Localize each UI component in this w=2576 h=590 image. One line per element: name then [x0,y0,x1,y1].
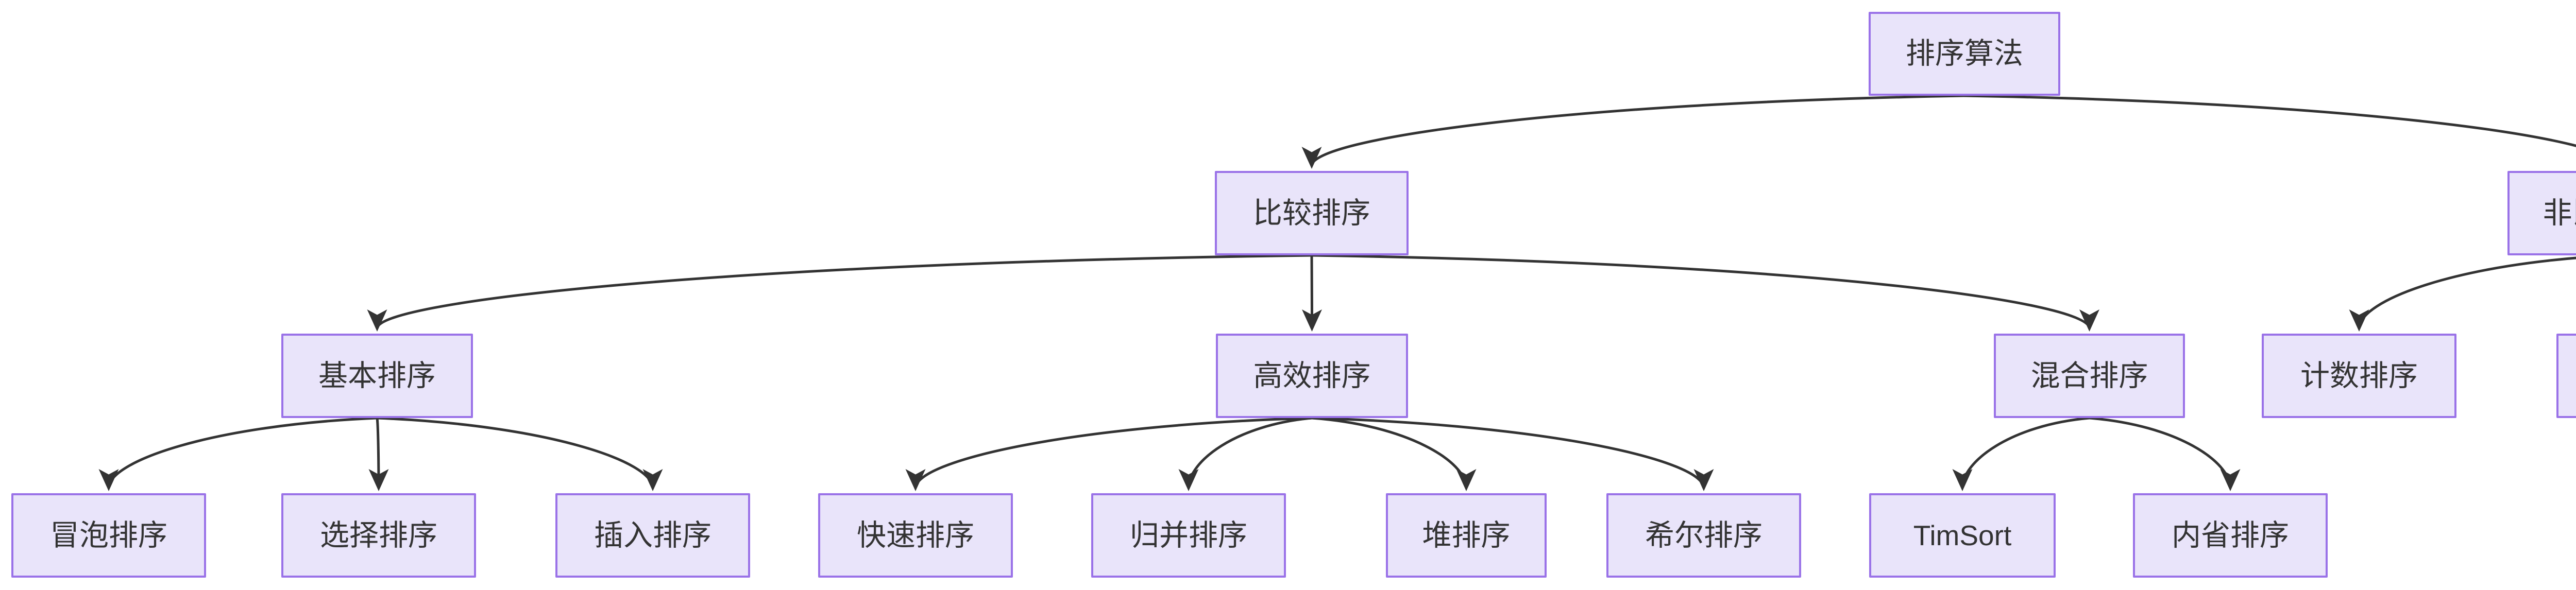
node-label-timsort: TimSort [1913,519,2012,551]
node-label-selection: 选择排序 [320,518,437,552]
edge-root-to-cmp [1301,94,1965,169]
node-label-hybrid: 混合排序 [2030,358,2148,393]
node-label-shell: 希尔排序 [1645,518,1762,552]
edge-basic-to-bubble [98,417,378,491]
node-merge[interactable]: 归并排序 [1091,493,1286,578]
node-basic[interactable]: 基本排序 [281,334,473,418]
node-label-basic: 基本排序 [318,358,436,393]
node-label-quick: 快速排序 [857,518,974,552]
edge-root-to-noncmp [1964,94,2576,147]
edge-hybrid-to-timsort [1952,417,2090,491]
node-shell[interactable]: 希尔排序 [1606,493,1801,578]
node-bubble[interactable]: 冒泡排序 [11,493,206,578]
edge-efficient-to-shell [1312,417,1714,491]
node-introsort[interactable]: 内省排序 [2133,493,2328,578]
node-noncmp[interactable]: 非比较排序 [2507,171,2576,255]
node-label-introsort: 内省排序 [2172,518,2289,552]
node-label-merge: 归并排序 [1130,518,1247,552]
edge-hybrid-to-introsort [2089,417,2241,491]
node-label-cmp: 比较排序 [1253,196,1370,230]
node-selection[interactable]: 选择排序 [281,493,476,578]
node-label-noncmp: 非比较排序 [2543,196,2576,230]
node-label-insertion: 插入排序 [594,518,711,552]
node-efficient[interactable]: 高效排序 [1216,334,1408,418]
edge-cmp-to-basic [367,254,1312,332]
node-counting[interactable]: 计数排序 [2262,334,2456,418]
node-hybrid[interactable]: 混合排序 [1994,334,2185,418]
node-cmp[interactable]: 比较排序 [1215,171,1409,255]
node-timsort[interactable]: TimSort [1869,493,2056,578]
edge-efficient-to-heap [1312,417,1477,491]
edge-noncmp-to-counting [2349,256,2576,332]
node-insertion[interactable]: 插入排序 [555,493,750,578]
node-root[interactable]: 排序算法 [1869,12,2060,96]
edge-basic-to-selection [368,418,389,491]
node-heap[interactable]: 堆排序 [1386,493,1547,578]
edge-efficient-to-quick [905,417,1312,491]
node-label-efficient: 高效排序 [1253,358,1371,393]
node-label-root: 排序算法 [1906,37,2023,71]
node-label-counting: 计数排序 [2300,358,2418,393]
edge-cmp-to-hybrid [1311,254,2099,332]
edge-efficient-to-merge [1178,417,1312,491]
node-bucket[interactable]: 桶排序 [2556,334,2576,418]
node-label-heap: 堆排序 [1422,518,1511,552]
node-quick[interactable]: 快速排序 [818,493,1013,578]
edge-basic-to-insertion [377,417,663,491]
node-label-bubble: 冒泡排序 [50,518,167,552]
